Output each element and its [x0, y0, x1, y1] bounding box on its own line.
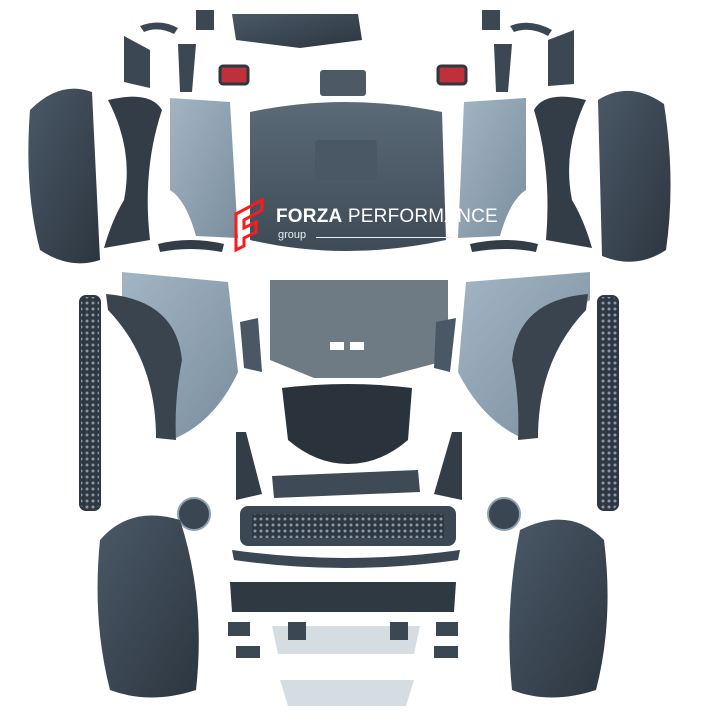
cowl-vent: [320, 70, 366, 96]
bracket-right-b: [494, 44, 512, 92]
logo-brand-light: PERFORMANCE: [347, 206, 498, 227]
skid-plate-lower: [280, 680, 414, 706]
hood-insulator: [270, 280, 448, 378]
logo-subtitle: group: [278, 229, 307, 241]
forza-performance-logo: FORZA PERFORMANCE group: [236, 196, 498, 246]
trim-top-right: [510, 22, 552, 36]
inner-fender-top-right: [458, 98, 526, 238]
trim-strip-left: [158, 240, 224, 252]
grille-mesh: [252, 514, 444, 538]
trim-top-left: [140, 22, 178, 34]
bumper-end-right: [434, 432, 462, 500]
forza-logo-mark: [234, 197, 264, 253]
fender-flare-lower-left: [106, 294, 182, 440]
bracket-bottom-6: [434, 646, 458, 658]
bracket-left-b: [178, 44, 196, 92]
skid-plate-upper: [272, 626, 420, 654]
fender-liner-bottom-right: [509, 519, 608, 698]
rear-bumper: [232, 14, 362, 48]
hood-center-bracket: [315, 140, 377, 180]
fender-liner-top-left: [28, 88, 101, 264]
radiator-support: [272, 470, 420, 498]
bracket-right-a: [548, 30, 574, 86]
bracket-bottom-3: [390, 622, 408, 640]
hood-scoop: [282, 384, 412, 464]
rock-rail-right: [597, 295, 619, 511]
taillight-right: [436, 64, 468, 86]
front-bumper: [230, 582, 456, 612]
bracket-bottom-5: [236, 646, 260, 658]
logo-wordmark: FORZA PERFORMANCE: [276, 206, 498, 228]
logo-underline: [316, 237, 452, 238]
bracket-top-right: [482, 10, 500, 30]
bracket-bottom-1: [228, 622, 250, 636]
fender-flare-top-left: [104, 96, 162, 249]
fender-liner-top-right: [598, 90, 671, 262]
rock-rail-left: [79, 295, 101, 511]
insulator-cutout-left: [330, 342, 344, 350]
vent-bracket-left: [240, 318, 262, 372]
lower-lip: [232, 550, 460, 568]
bumper-end-left: [236, 432, 262, 500]
bracket-top-left: [196, 10, 214, 30]
headlight-left: [177, 497, 211, 531]
bracket-left-a: [124, 36, 150, 88]
inner-fender-top-left: [170, 98, 238, 238]
trim-strip-right: [470, 240, 538, 252]
insulator-cutout-right: [350, 342, 364, 350]
fender-flare-lower-right: [512, 294, 588, 440]
headlight-right: [487, 497, 521, 531]
taillight-left: [218, 64, 250, 86]
vent-bracket-right: [434, 318, 456, 372]
fender-liner-bottom-left: [97, 515, 199, 698]
fender-flare-top-right: [534, 96, 592, 249]
bracket-bottom-2: [288, 622, 306, 640]
logo-brand-bold: FORZA: [276, 206, 343, 227]
bracket-bottom-4: [436, 622, 458, 636]
